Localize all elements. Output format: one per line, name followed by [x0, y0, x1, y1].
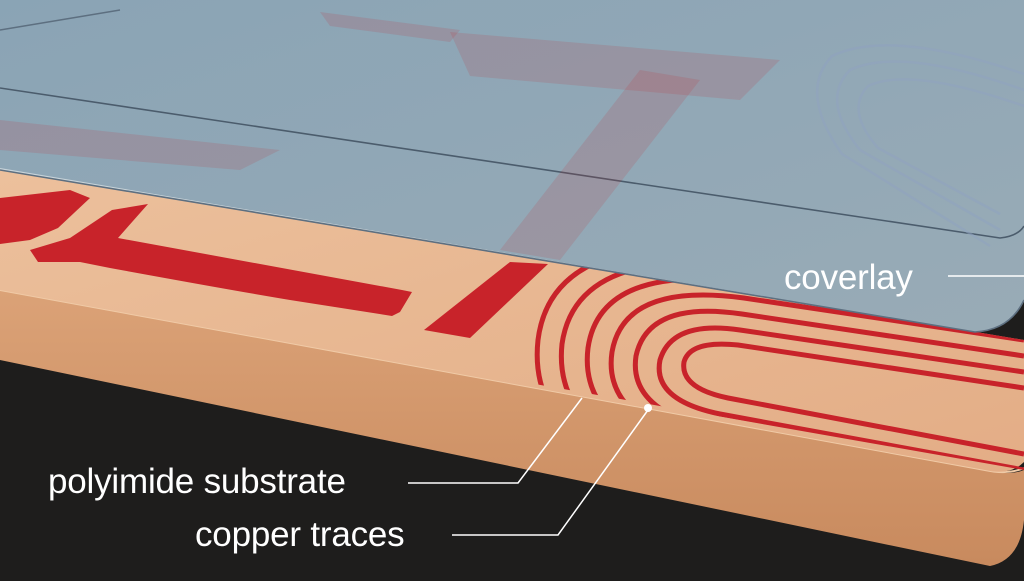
coverlay-ghost-traces	[0, 12, 780, 260]
coverlay-film	[0, 0, 1024, 332]
substrate-edge	[0, 290, 1024, 566]
coverlay-ghost-coil	[815, 44, 1024, 248]
copper-traces-label: copper traces	[195, 515, 405, 554]
coverlay-top-sheet-edge	[0, 9, 121, 31]
leader-line-copper	[452, 409, 649, 536]
copper-trace-left-tab	[0, 190, 90, 244]
polyimide-substrate-label: polyimide substrate	[48, 462, 346, 501]
coverlay-upper-sheet-edge	[0, 87, 1024, 239]
coverlay-edge-outline	[0, 169, 1024, 333]
substrate-top-surface	[0, 168, 1024, 472]
copper-trace-stub	[424, 262, 548, 338]
circle-dot-marker	[644, 404, 652, 412]
leader-line-substrate	[408, 397, 583, 484]
leader-lines	[408, 275, 1024, 536]
copper-trace-bracket	[30, 204, 412, 316]
coverlay-label: coverlay	[784, 258, 913, 297]
